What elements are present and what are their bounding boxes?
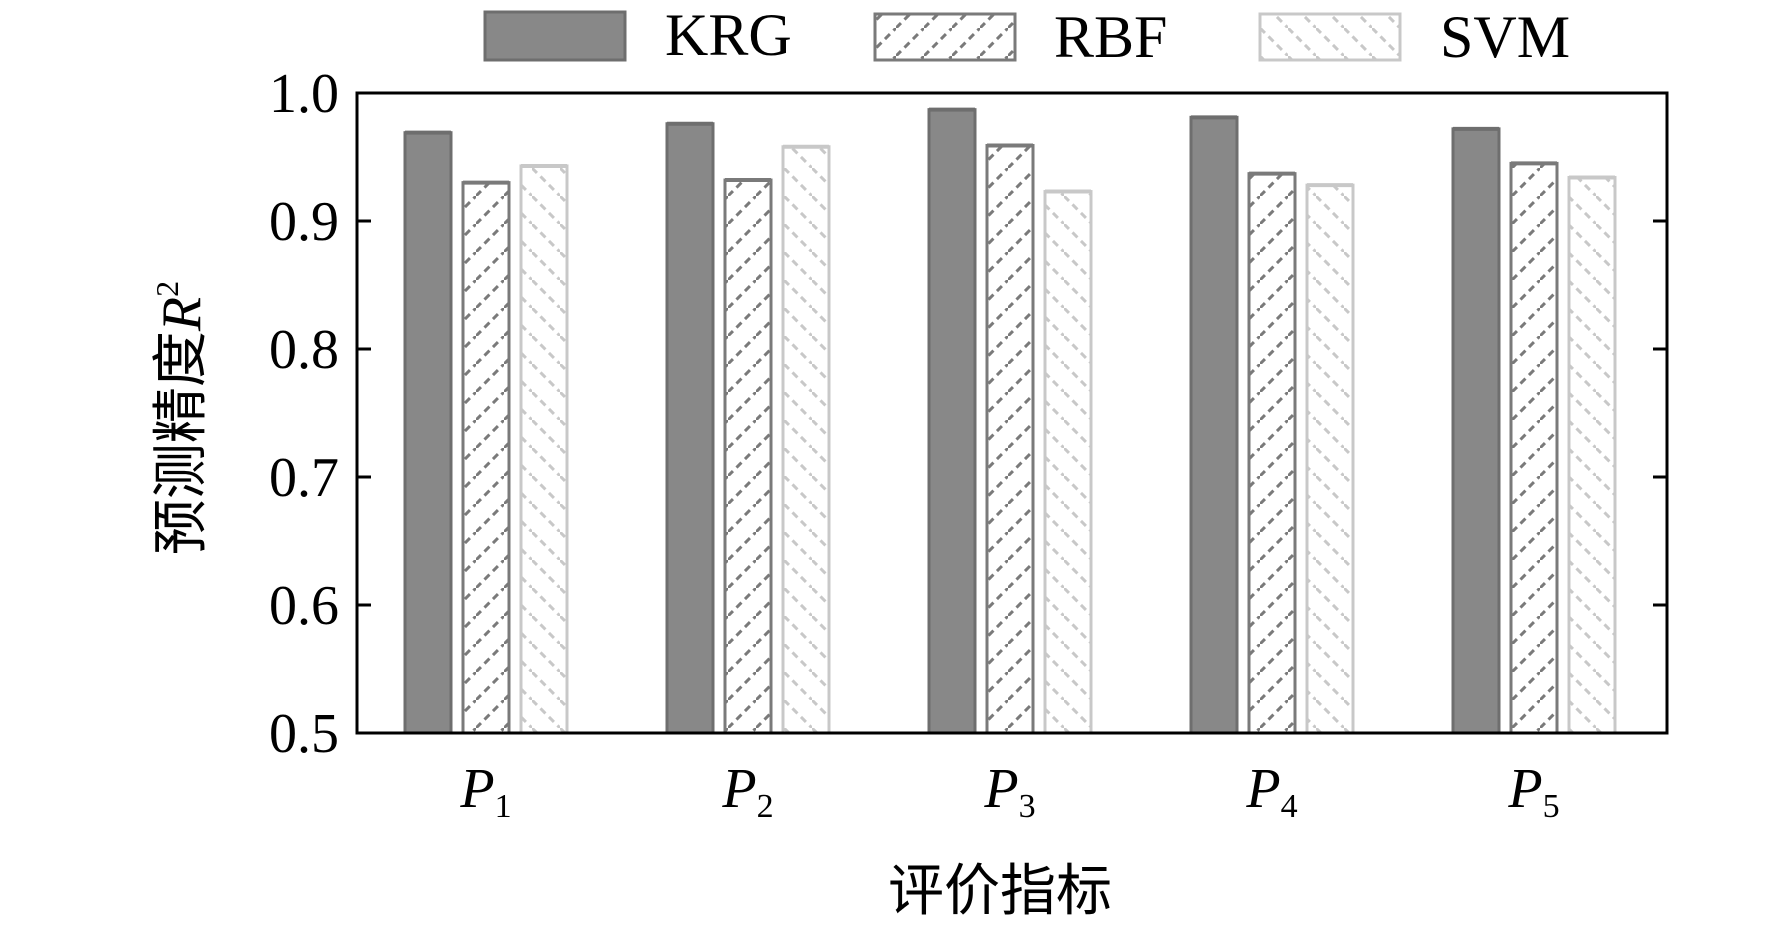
category-subscript: 3	[1019, 788, 1036, 825]
legend-label-krg: KRG	[665, 2, 792, 68]
legend-item-svm: SVM	[1258, 4, 1570, 70]
x-axis-title: 评价指标	[888, 861, 1112, 923]
bar-svm-p5	[1567, 175, 1617, 735]
category-subscript: 5	[1543, 788, 1560, 825]
legend-swatch-svm	[1258, 12, 1402, 62]
category-subscript: 1	[495, 788, 512, 825]
y-tick-label: 0.7	[269, 447, 339, 509]
bar-svm-p3	[1043, 190, 1093, 735]
category-symbol: P	[721, 758, 756, 820]
category-subscript: 4	[1281, 788, 1298, 825]
category-symbol: P	[1507, 758, 1542, 820]
legend-item-krg: KRG	[483, 2, 792, 68]
y-axis-title: 预测精度R2	[149, 281, 213, 555]
y-tick-label: 0.8	[269, 319, 339, 381]
category-label-p3: P3	[983, 758, 1035, 825]
bar-krg-p3	[927, 108, 977, 735]
y-axis-symbol: R	[151, 297, 213, 332]
plot-frame	[355, 91, 1669, 735]
legend-swatch-rbf	[873, 12, 1017, 62]
bar-rbf-p2	[723, 178, 773, 735]
legend-swatch-krg	[483, 10, 627, 62]
bar-krg-p4	[1189, 115, 1239, 735]
bar-rbf-p1	[461, 181, 511, 735]
category-label-p5: P5	[1507, 758, 1559, 825]
bars	[403, 107, 1617, 735]
y-tick-label: 0.9	[269, 191, 339, 253]
legend: KRG RBF SVM	[483, 2, 1570, 70]
y-tick-label: 0.6	[269, 575, 339, 637]
bar-svm-p1	[519, 164, 569, 735]
category-symbol: P	[1245, 758, 1280, 820]
category-label-p1: P1	[459, 758, 511, 825]
category-label-p4: P4	[1245, 758, 1297, 825]
axis-ticks: 0.5 0.6 0.7 0.8 0.9 1.0	[269, 63, 1667, 765]
category-subscript: 2	[757, 788, 774, 825]
legend-label-rbf: RBF	[1054, 4, 1167, 70]
bar-krg-p5	[1451, 127, 1501, 735]
bar-svm-p2	[781, 145, 831, 735]
bar-rbf-p3	[985, 143, 1035, 735]
y-axis-superscript: 2	[149, 281, 185, 297]
legend-item-rbf: RBF	[873, 4, 1167, 70]
bar-rbf-p4	[1247, 172, 1297, 735]
category-symbol: P	[459, 758, 494, 820]
category-symbol: P	[983, 758, 1018, 820]
category-label-p2: P2	[721, 758, 773, 825]
bar-rbf-p5	[1509, 161, 1559, 735]
bar-krg-p1	[403, 131, 453, 735]
y-tick-label: 0.5	[269, 703, 339, 765]
legend-label-svm: SVM	[1440, 4, 1570, 70]
bar-svm-p4	[1305, 183, 1355, 735]
y-tick-label: 1.0	[269, 63, 339, 125]
bar-krg-p2	[665, 122, 715, 735]
